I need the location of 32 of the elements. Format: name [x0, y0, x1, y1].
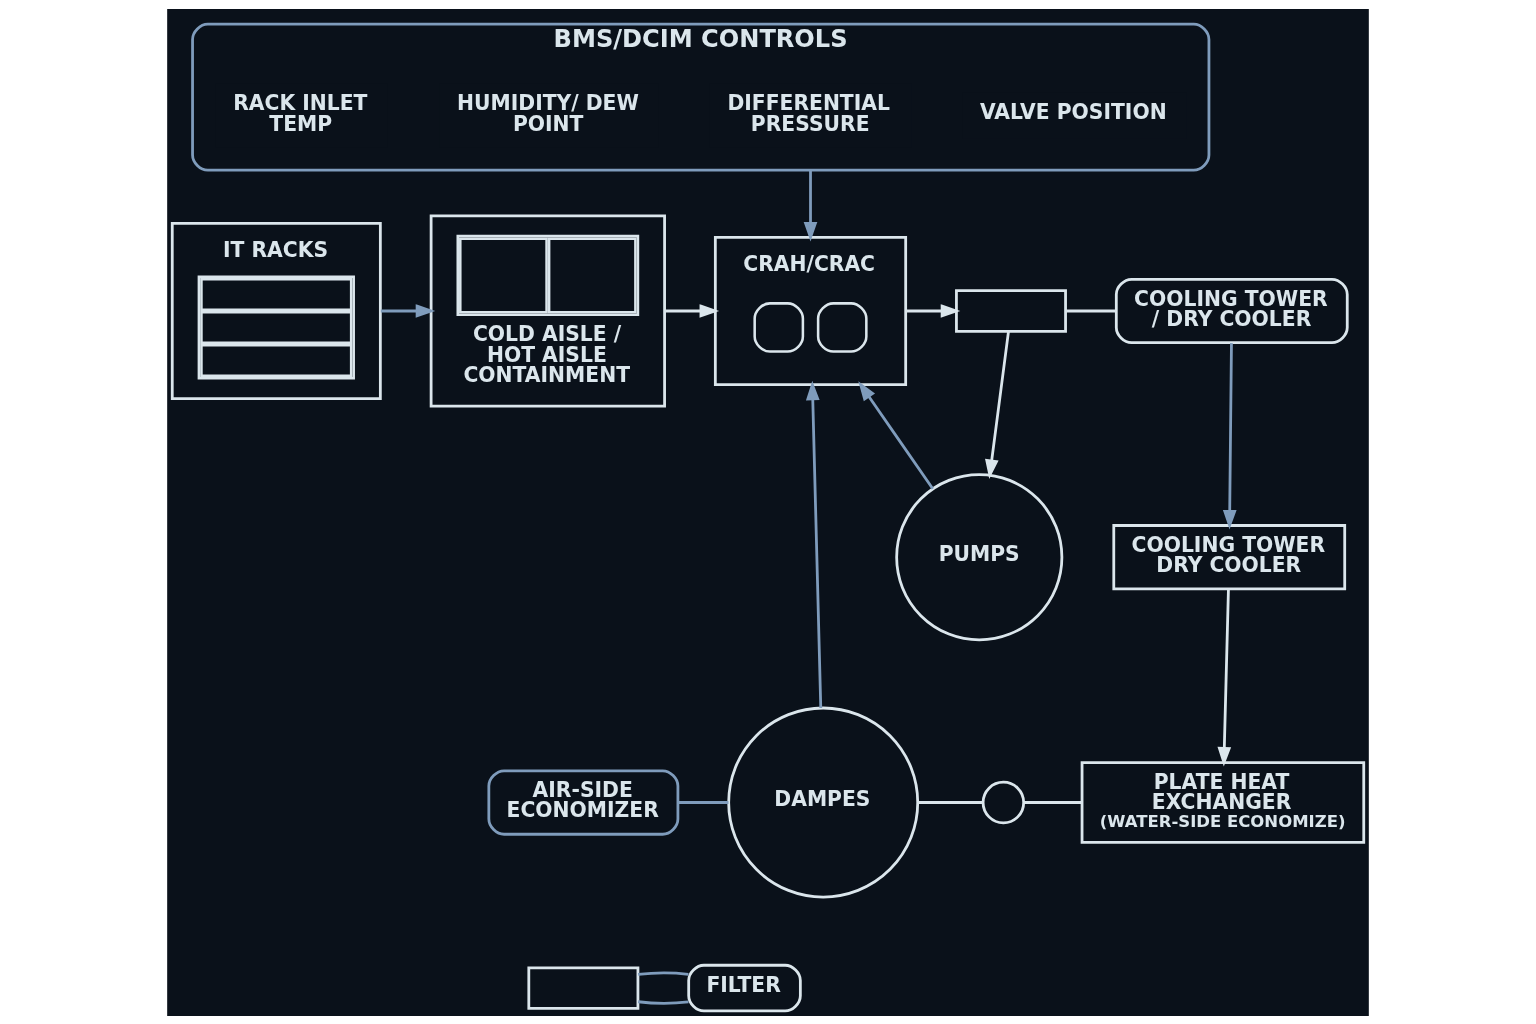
node-box [527, 965, 640, 1010]
node-text: DIFFERENTIAL PRESSURE [727, 90, 890, 136]
arrow [380, 303, 436, 318]
node-circle: PUMPS [895, 472, 1064, 641]
arrow [906, 303, 961, 318]
node-circle: DAMPES [727, 706, 920, 898]
connector [1065, 309, 1116, 312]
node-box: CRAH/CRAC [713, 235, 908, 386]
node-box: IT RACKS [170, 221, 382, 400]
node-text: RACK INLET TEMP [233, 90, 368, 136]
node-box [955, 288, 1067, 333]
connector [638, 999, 689, 1005]
arrow [664, 303, 720, 318]
node-box: AIR-SIDE ECONOMIZER [487, 768, 680, 836]
arrow [858, 380, 934, 490]
arrow [805, 380, 823, 708]
node-box: COLD AISLE / HOT AISLE CONTAINMENT [429, 213, 666, 408]
node-box: COOLING TOWER DRY COOLER [1112, 523, 1347, 590]
connector [678, 800, 729, 804]
node-text: HUMIDITY/ DEW POINT [457, 90, 639, 136]
node-box: COOLING TOWER / DRY COOLER [1114, 277, 1349, 344]
node-circle [981, 780, 1026, 824]
node-box: PLATE HEAT EXCHANGER (WATER-SIDE ECONOMIZE) [1080, 760, 1366, 844]
arrow [803, 169, 818, 241]
arrow [985, 330, 1010, 479]
node-box: FILTER [687, 963, 802, 1012]
connector [638, 970, 689, 976]
connector [917, 800, 983, 804]
node-text: VALVE POSITION [979, 99, 1167, 124]
connector [1023, 800, 1082, 804]
arrow [1217, 588, 1232, 767]
arrow [1222, 342, 1237, 530]
